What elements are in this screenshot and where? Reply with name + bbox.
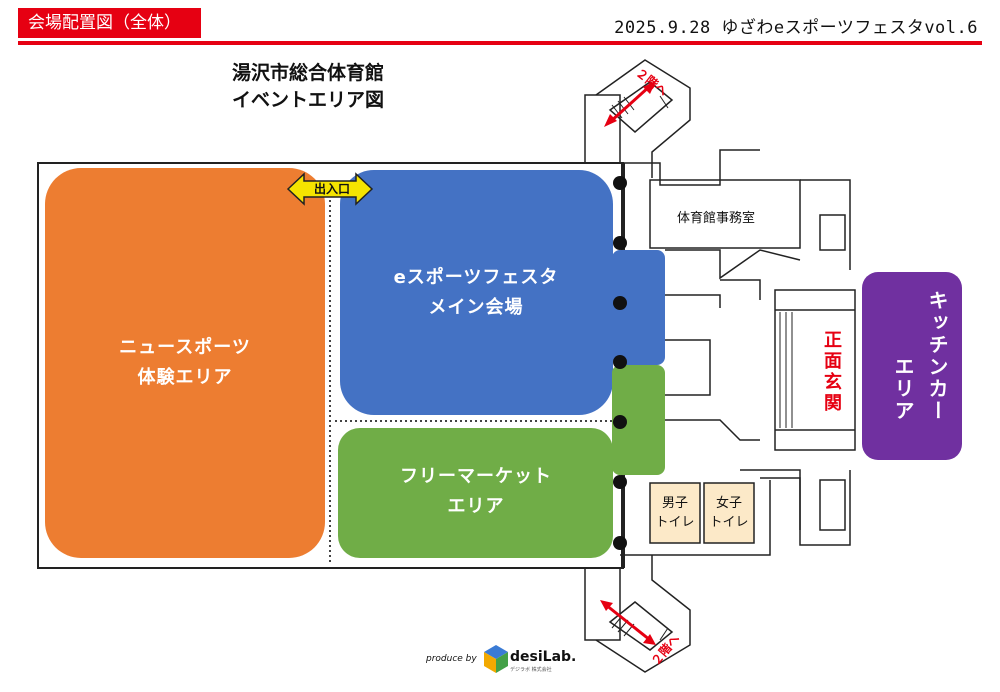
flea-market-zone [338,428,613,558]
esports-label: eスポーツフェスタ メイン会場 [350,263,602,323]
office-label: 体育館事務室 [677,211,756,226]
flea-market-label: フリーマーケット エリア [350,462,602,522]
stairs-arrow-icon [604,81,656,127]
men-toilet-box [649,482,701,544]
flea-market-zone-extension [612,365,665,475]
men-toilet-line2: トイレ [655,515,695,530]
map-title-line1: 湯沢市総合体育館 [232,62,385,84]
main-entrance-label: 正面玄関 [821,330,842,414]
men-toilet-line1: 男子 [661,496,688,511]
kitchen-zone [862,272,962,460]
flea-market-line1: フリーマーケット [400,466,552,487]
esports-zone [340,170,613,415]
produce-by-text: produce by [426,654,477,664]
kitchen-line2: エリア [891,356,915,422]
new-sports-line2: 体験エリア [137,367,233,388]
desilab-brand-name: desiLab. [510,649,577,665]
esports-zone-extension [612,250,665,365]
new-sports-line1: ニュースポーツ [119,337,251,358]
exit-double-arrow-icon [286,172,374,206]
new-sports-label: ニュースポーツ 体験エリア [60,333,310,393]
women-toilet-line2: トイレ [709,515,749,530]
map-title-line2: イベントエリア図 [232,89,385,111]
pillars [613,176,627,550]
women-toilet-label: 女子 トイレ [704,494,754,532]
header-divider [18,41,982,45]
desilab-logo-icon [484,645,508,673]
page-tag: 会場配置図（全体） [18,8,201,38]
event-title: 2025.9.28 ゆざわeスポーツフェスタvol.6 [614,18,978,38]
new-sports-zone [45,168,325,558]
building-right-structure [584,59,856,673]
map-title: 湯沢市総合体育館 イベントエリア図 [232,60,384,114]
women-toilet-line1: 女子 [715,496,742,511]
desilab-brand-sub: デジラボ 株式会社 [510,667,552,673]
kitchen-label: エリアキッチンカー [880,290,960,428]
women-toilet-box [703,482,755,544]
flea-market-line2: エリア [447,496,505,517]
exit-label: 出入口 [313,182,350,196]
esports-line1: eスポーツフェスタ [393,267,559,288]
esports-line2: メイン会場 [428,297,524,318]
stairs-arrow-icon [600,600,656,645]
men-toilet-label: 男子 トイレ [650,494,700,532]
kitchen-line1: キッチンカー [925,290,949,422]
